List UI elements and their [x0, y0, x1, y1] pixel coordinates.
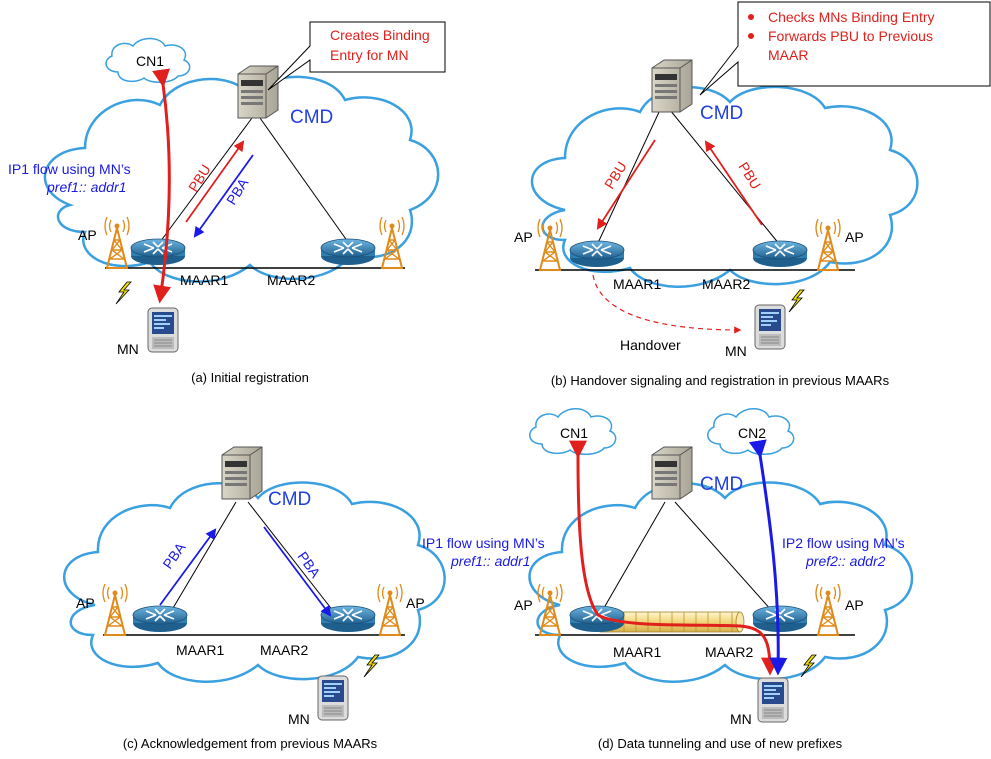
cn1-label: CN1 — [136, 53, 164, 69]
mn-phone-icon — [757, 677, 789, 723]
ap-left-label: AP — [514, 229, 533, 245]
maar2-router-icon — [752, 240, 808, 268]
callout-b-line3: MAAR — [768, 47, 808, 63]
callout-a-line1: Creates Binding — [330, 27, 430, 43]
mn-label: MN — [117, 341, 139, 357]
pbu-arrow — [185, 140, 245, 223]
cloud-b — [530, 85, 919, 288]
mn-phone-icon — [317, 675, 349, 721]
callout-b-line1: Checks MNs Binding Entry — [768, 9, 935, 25]
maar2-label: MAAR2 — [267, 272, 315, 288]
maar1-label: MAAR1 — [613, 644, 661, 660]
maar1-router-icon — [132, 605, 188, 633]
caption-c: (c) Acknowledgement from previous MAARs — [123, 736, 378, 751]
handover-arrow — [592, 274, 742, 334]
maar2-router-icon — [320, 238, 376, 266]
flow1-line1: IP1 flow using MN’s — [422, 535, 545, 551]
maar1-label: MAAR1 — [176, 642, 224, 658]
pbu-left-arrow — [596, 139, 656, 230]
ap-label: AP — [78, 227, 97, 243]
maar2-label: MAAR2 — [260, 642, 308, 658]
callout-a — [267, 21, 446, 91]
ap-right-label: AP — [845, 597, 864, 613]
flow-line1: IP1 flow using MN’s — [8, 161, 131, 177]
maar1-label: MAAR1 — [180, 272, 228, 288]
cmd-server-icon — [651, 446, 693, 500]
caption-b: (b) Handover signaling and registration … — [551, 373, 890, 388]
pbu-right-arrow — [704, 140, 763, 226]
wireless-icon — [788, 289, 805, 313]
cloud-c — [63, 481, 446, 683]
handover-label: Handover — [620, 337, 681, 353]
cn1-label: CN1 — [560, 425, 588, 441]
pba-arrow — [193, 154, 254, 238]
cmd-label: CMD — [700, 474, 743, 495]
flow1-line2: pref1:: addr1 — [450, 553, 530, 569]
mn-label: MN — [730, 711, 752, 727]
maar1-router-icon — [130, 238, 186, 266]
callout-a-line2: Entry for MN — [330, 47, 409, 63]
maar2-router-icon — [320, 605, 376, 633]
maar2-label: MAAR2 — [705, 644, 753, 660]
mn-label: MN — [725, 343, 747, 359]
callout-b — [699, 1, 991, 96]
mn-phone-icon — [754, 304, 786, 350]
flow2-line2: pref2:: addr2 — [805, 553, 886, 569]
maar1-label: MAAR1 — [613, 276, 661, 292]
maar1-router-icon — [569, 605, 625, 633]
wireless-icon — [115, 281, 132, 305]
panel-d: CN1 CN2 CMD AP AP MAAR1 MAAR2 IP1 flow u… — [422, 408, 914, 751]
cmd-server-icon — [651, 59, 693, 113]
pba-right-arrow — [263, 526, 332, 617]
cmd-server-icon — [237, 65, 279, 119]
callout-b-line2: Forwards PBU to Previous — [768, 28, 933, 44]
flow-line2: pref1:: addr1 — [46, 179, 126, 195]
mn-label: MN — [288, 711, 310, 727]
cn2-label: CN2 — [738, 425, 766, 441]
panel-c: CMD AP AP MAAR1 MAAR2 PBA PBA MN (c) Ack… — [63, 446, 446, 751]
maar1-router-icon — [569, 240, 625, 268]
flow2-line1: IP2 flow using MN’s — [782, 535, 905, 551]
maar2-label: MAAR2 — [702, 276, 750, 292]
cmd-label: CMD — [700, 103, 743, 124]
cmd-server-icon — [221, 446, 263, 500]
ap-right-label: AP — [406, 595, 425, 611]
maar2-router-icon — [752, 605, 808, 633]
ap-right-label: AP — [845, 229, 864, 245]
ip2-flow-arrow — [748, 439, 788, 676]
cmd-label: CMD — [290, 107, 333, 128]
caption-d: (d) Data tunneling and use of new prefix… — [598, 736, 843, 751]
cmd-label: CMD — [268, 489, 311, 510]
pba-left-arrow — [159, 528, 217, 606]
ap-left-label: AP — [76, 595, 95, 611]
ap-left-label: AP — [514, 597, 533, 613]
mn-phone-icon — [147, 307, 179, 353]
caption-a: (a) Initial registration — [191, 370, 309, 385]
ip1-flow-arrow — [152, 68, 172, 304]
panel-b: CMD AP AP MAAR1 MAAR2 PBU PBU Handover M… — [514, 1, 991, 388]
panel-a: CN1 CMD AP MAAR1 MAAR2 MN PBU PBA IP1 fl… — [8, 21, 446, 385]
